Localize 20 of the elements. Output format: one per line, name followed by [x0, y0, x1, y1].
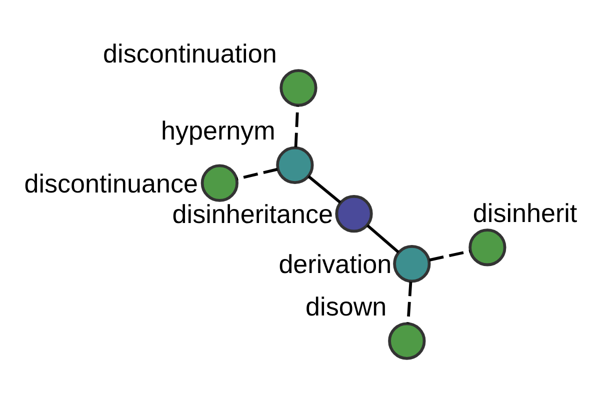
node-label: discontinuance: [24, 168, 198, 198]
node-label: disinheritance: [172, 199, 334, 230]
node-circle: [388, 322, 426, 360]
connector: [366, 224, 400, 254]
connector: [294, 106, 300, 148]
node-circle: [276, 146, 314, 184]
connector: [429, 250, 470, 262]
node-circle: [468, 228, 506, 266]
connector: [406, 282, 412, 324]
node-label: derivation: [278, 249, 392, 280]
node-label: disinherit: [472, 198, 578, 228]
node-label: hypernym: [161, 116, 276, 146]
connector: [308, 175, 342, 204]
node-circle: [393, 245, 431, 283]
node-label: disown: [306, 292, 387, 322]
node-label: discontinuation: [103, 38, 277, 68]
connector: [236, 168, 278, 180]
node-circle: [280, 69, 318, 107]
node-circle: [335, 195, 373, 233]
node-circle: [200, 164, 238, 202]
